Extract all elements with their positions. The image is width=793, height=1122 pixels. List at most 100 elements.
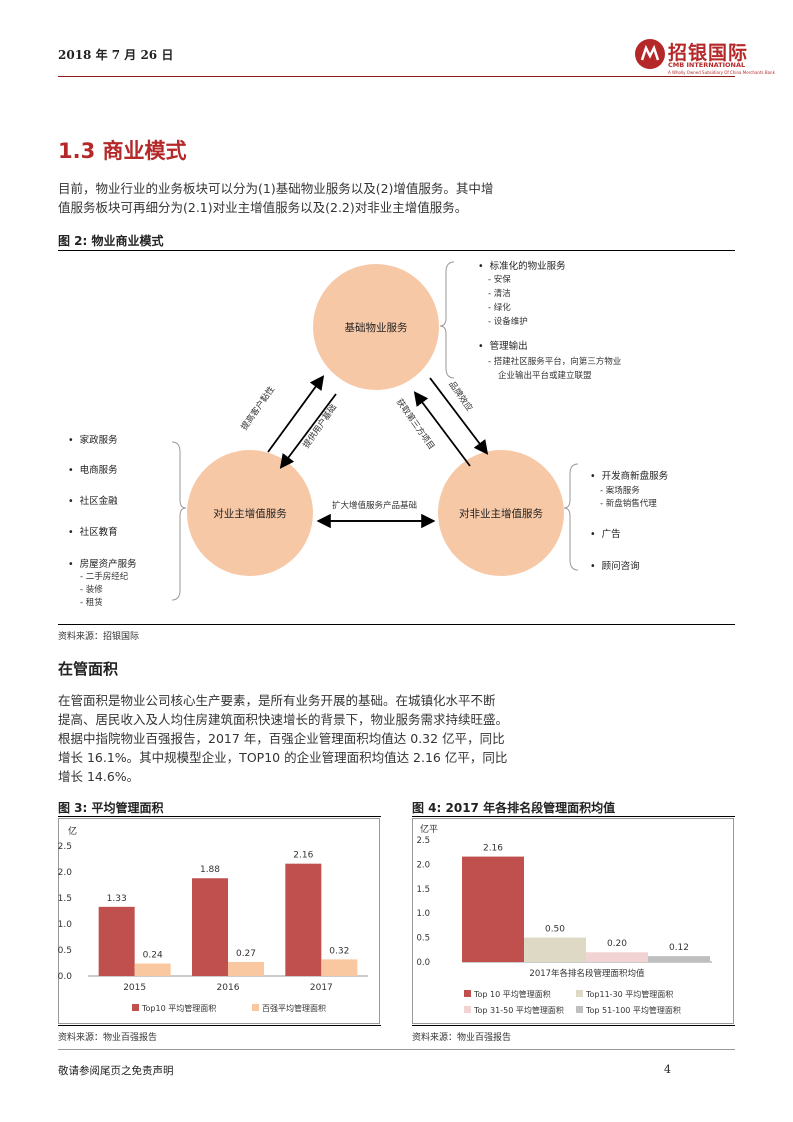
circle-basic-service: 基础物业服务 [313, 264, 439, 390]
figure3-frame [58, 818, 380, 1024]
circle-nonowner-value-added: 对非业主增值服务 [438, 450, 564, 576]
nonowner-item-1: • 开发商新盘服务 [590, 471, 669, 482]
owner-item-sub: - 租赁 [80, 598, 103, 608]
x-axis-label: 2017年各排名段管理面积均值 [529, 968, 645, 979]
basic-item-1-sub: - 绿化 [488, 303, 511, 313]
legend-swatch [252, 1004, 259, 1011]
figure3-source: 资料来源：物业百强报告 [58, 1033, 158, 1043]
y-tick-label: 2.5 [416, 836, 430, 846]
basic-item-2: • 管理输出 [478, 341, 528, 352]
basic-item-1-sub: - 清洁 [488, 289, 511, 299]
y-tick-label: 2.0 [416, 860, 430, 870]
area-line: 提高、居民收入及人均住房建筑面积快速增长的背景下，物业服务需求持续旺盛。 [58, 712, 509, 727]
area-line: 根据中指院物业百强报告，2017 年，百强企业管理面积均值达 0.32 亿平，同… [58, 731, 505, 746]
figure2-title: 图 2: 物业商业模式 [58, 234, 164, 248]
header-rule [58, 76, 735, 77]
y-axis-label: 亿平 [420, 823, 438, 835]
basic-item-1: • 标准化的物业服务 [478, 261, 566, 272]
bar [586, 952, 648, 962]
logo-text: 招银国际 [668, 42, 749, 64]
y-tick-label: 0.5 [58, 946, 72, 956]
data-label: 0.50 [545, 925, 565, 935]
legend-swatch [576, 1006, 583, 1013]
legend-label: Top 10 平均管理面积 [473, 989, 551, 999]
figure4-bottom-rule [412, 1025, 735, 1026]
bracket-top-right [439, 261, 455, 379]
bar [192, 878, 228, 976]
legend-label: Top11-30 平均管理面积 [585, 989, 673, 999]
y-tick-label: 0.0 [416, 958, 430, 968]
y-tick-label: 2.0 [58, 868, 72, 878]
data-label: 1.33 [107, 894, 127, 904]
bar [228, 961, 264, 976]
area-line: 增长 16.1%。其中规模型企业，TOP10 的企业管理面积均值达 2.16 亿… [58, 750, 508, 765]
figure3-bottom-rule [58, 1025, 381, 1026]
figure4-top-rule [412, 816, 735, 817]
bar [462, 856, 524, 962]
figure2-source: 资料来源：招银国际 [58, 632, 140, 642]
figure4-source: 资料来源：物业百强报告 [412, 1033, 512, 1043]
bracket-bottom-right [563, 463, 579, 571]
cmb-logo-icon [635, 39, 665, 69]
logo-subtitle: A Wholly Owned Subsidiary Of China Merch… [668, 70, 775, 75]
label-bottom: 扩大增值服务产品基础 [332, 501, 418, 511]
data-label: 2.16 [293, 851, 313, 861]
y-tick-label: 1.5 [58, 894, 72, 904]
basic-item-2-sub: 企业输出平台或建立联盟 [498, 371, 592, 381]
basic-item-2-sub: - 搭建社区服务平台，向第三方物业 [488, 357, 622, 367]
arrow-tl-up [267, 375, 325, 453]
nonowner-item-2: • 广告 [590, 529, 621, 540]
y-axis-label: 亿 [68, 825, 77, 837]
arrow-tr-down [429, 377, 489, 455]
owner-item: • 社区教育 [68, 527, 118, 538]
circle-owner-value-added: 对业主增值服务 [187, 450, 313, 576]
footer-disclaimer: 敬请参阅尾页之免责声明 [58, 1065, 174, 1077]
legend-label: Top 51-100 平均管理面积 [585, 1005, 681, 1015]
y-tick-label: 1.5 [416, 885, 430, 895]
bar [321, 959, 358, 976]
data-label: 0.12 [669, 943, 689, 953]
page-number: 4 [664, 1063, 671, 1076]
bar [648, 956, 710, 962]
data-label: 1.88 [200, 865, 220, 875]
figure4-title: 图 4: 2017 年各排名段管理面积均值 [412, 801, 616, 815]
bar [134, 963, 171, 976]
x-tick-label: 2017 [310, 983, 333, 993]
y-tick-label: 1.0 [58, 920, 72, 930]
owner-item: • 电商服务 [68, 465, 118, 476]
bar [524, 937, 586, 962]
y-tick-label: 0.0 [58, 972, 72, 982]
basic-item-1-sub: - 安保 [488, 275, 511, 285]
y-tick-label: 0.5 [416, 934, 430, 944]
legend-label: 百强平均管理面积 [262, 1003, 326, 1013]
x-tick-label: 2016 [217, 983, 240, 993]
arrow-tr-up [413, 391, 471, 467]
legend-swatch [464, 1006, 471, 1013]
data-label: 0.24 [143, 951, 163, 961]
nonowner-item-1-sub: - 新盘销售代理 [600, 499, 657, 509]
figure4-frame [412, 818, 734, 1024]
figure3-top-rule [58, 816, 381, 817]
y-tick-label: 2.5 [58, 842, 72, 852]
y-tick-label: 1.0 [416, 909, 430, 919]
owner-item-sub: - 二手房经纪 [80, 572, 129, 582]
owner-item-sub: - 装修 [80, 585, 103, 595]
legend-swatch [576, 990, 583, 997]
bar [98, 906, 135, 976]
intro-line-2: 值服务板块可再细分为(2.1)对业主增值服务以及(2.2)对非业主增值服务。 [58, 200, 468, 215]
area-line: 增长 14.6%。 [58, 769, 140, 784]
logo-english: CMB INTERNATIONAL [668, 61, 746, 69]
legend-label: Top 31-50 平均管理面积 [473, 1005, 564, 1015]
data-label: 2.16 [483, 844, 503, 854]
section-title: 1.3 商业模式 [58, 139, 187, 163]
nonowner-item-3: • 顾问咨询 [590, 561, 640, 572]
nonowner-item-1-sub: - 案场服务 [600, 486, 640, 496]
area-line: 在管面积是物业公司核心生产要素，是所有业务开展的基础。在城镇化水平不断 [58, 693, 496, 708]
arrow-tl-down [279, 393, 337, 469]
diagram-arrows [171, 261, 579, 601]
area-heading: 在管面积 [58, 660, 119, 678]
owner-item: • 房屋资产服务 [68, 559, 137, 570]
figure3-title: 图 3: 平均管理面积 [58, 801, 164, 815]
figure2-bottom-rule [58, 624, 735, 625]
